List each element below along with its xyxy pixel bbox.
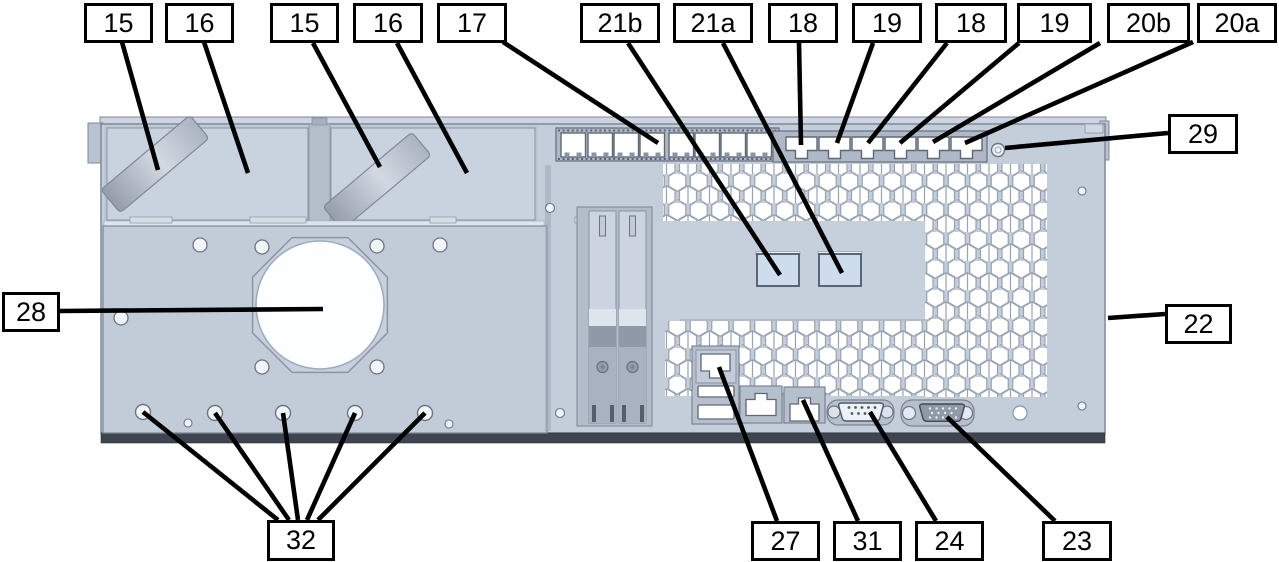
- rear-port-3: [851, 136, 884, 160]
- callout-16-left: 16: [165, 3, 234, 43]
- pci-slot-cover-1: [588, 210, 617, 424]
- leader-21b: [626, 41, 782, 277]
- leader-20b: [931, 41, 1102, 144]
- callout-20b: 20b: [1107, 3, 1190, 43]
- callout-21b: 21b: [580, 3, 660, 43]
- leader-22: [1107, 311, 1166, 321]
- callout-16-center: 16: [353, 3, 423, 43]
- leader-31: [800, 399, 861, 522]
- io-section: [544, 127, 1087, 431]
- callout-21a: 21a: [673, 3, 753, 43]
- callout-15-left: 15: [84, 3, 153, 43]
- callout-29: 29: [1168, 114, 1238, 154]
- leader-32-3: [280, 412, 301, 521]
- section-divider-shadow: [545, 165, 551, 431]
- fan-opening: [255, 240, 385, 370]
- leader-17: [501, 40, 660, 145]
- leader-23: [945, 415, 1057, 523]
- serial-port: [826, 399, 895, 426]
- rear-port-5: [917, 136, 950, 160]
- callout-15-center: 15: [270, 3, 339, 43]
- callout-18-1: 18: [768, 3, 838, 43]
- callout-19-1: 19: [852, 3, 922, 43]
- leader-32-2: [213, 411, 291, 522]
- panel-screw-holes: [113, 237, 448, 375]
- callout-27: 27: [751, 521, 820, 561]
- small-screw-holes: [183, 407, 566, 429]
- callout-23: 23: [1042, 521, 1112, 561]
- management-port-usb-stack: [691, 345, 740, 425]
- callout-31: 31: [833, 521, 902, 561]
- leader-29: [1004, 130, 1169, 151]
- leader-19-1: [834, 42, 876, 144]
- callout-20a: 20a: [1197, 3, 1277, 43]
- round-opening: [1012, 405, 1028, 421]
- video-port: [900, 399, 975, 427]
- leader-21a: [720, 41, 845, 275]
- screw-hole-top-right: [990, 142, 1006, 158]
- leader-19-2: [898, 41, 1021, 145]
- leader-32-5: [316, 411, 427, 522]
- component-21a: [818, 253, 862, 287]
- leader-18-1: [796, 42, 804, 146]
- leader-lines: [59, 39, 1194, 523]
- vent-grid-right: [925, 164, 1047, 397]
- leader-32-4: [304, 412, 358, 521]
- leader-16-left: [201, 41, 251, 174]
- leader-20a: [964, 39, 1194, 146]
- leader-24: [868, 410, 938, 523]
- leader-28: [59, 306, 324, 314]
- callout-24: 24: [915, 521, 984, 561]
- leader-15-left: [119, 41, 161, 171]
- fan-bay-divider-notch: [311, 117, 328, 126]
- callout-32: 32: [267, 520, 335, 561]
- callout-22: 22: [1165, 304, 1232, 344]
- slot-row: [555, 127, 780, 162]
- rear-port-4: [884, 136, 917, 160]
- callout-28: 28: [2, 292, 60, 332]
- chassis-corner-step: [1084, 123, 1104, 134]
- ethernet-port-a: [739, 385, 783, 424]
- leader-18-2: [866, 41, 949, 145]
- callout-17: 17: [437, 3, 507, 43]
- rear-port-2: [818, 136, 851, 160]
- pci-slot-covers: [576, 206, 653, 427]
- rear-port-row: [772, 130, 988, 163]
- io-screw-holes: [544, 186, 1087, 411]
- leader-15-center: [310, 41, 383, 169]
- leader-27: [716, 366, 780, 522]
- rear-port-1: [785, 136, 818, 160]
- rear-port-6: [950, 136, 983, 160]
- chassis-base-bar: [100, 432, 1106, 444]
- leader-16-center: [394, 41, 470, 175]
- callout-18-2: 18: [935, 3, 1007, 43]
- callout-19-2: 19: [1017, 3, 1092, 43]
- fan-module-handle-center: [323, 133, 431, 229]
- pci-slot-cover-2: [618, 210, 647, 424]
- leader-32-1: [141, 410, 280, 522]
- psu-panel: [102, 225, 566, 434]
- usb-port-2: [697, 404, 735, 420]
